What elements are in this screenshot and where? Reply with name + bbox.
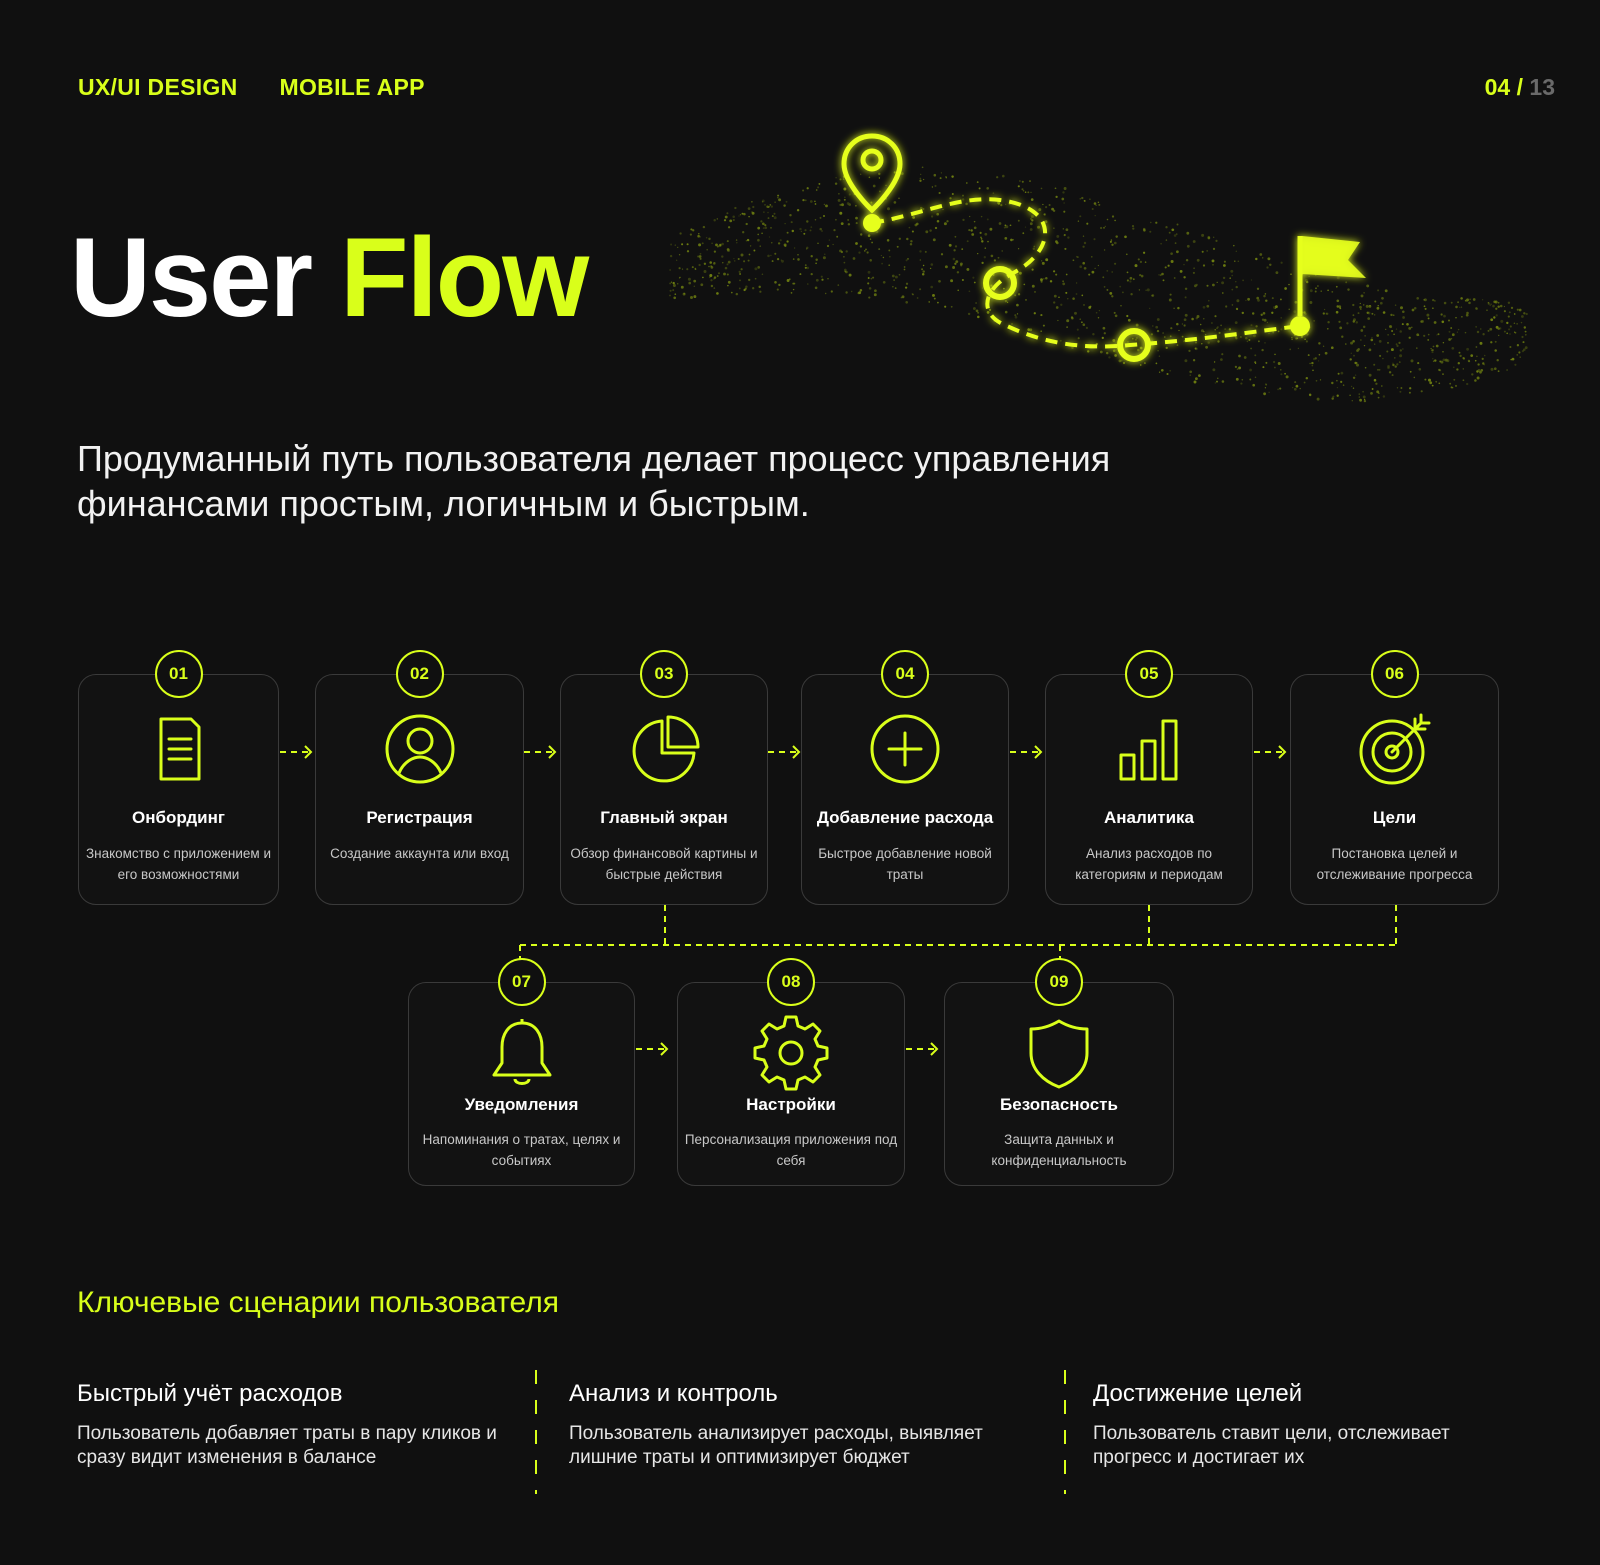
- scenario-analysis: Анализ и контроль Пользователь анализиру…: [569, 1380, 1049, 1470]
- step-description: Персонализация приложения под себя: [684, 1132, 898, 1168]
- step-description: Знакомство с приложением и его возможнос…: [85, 846, 272, 882]
- route-waypoint-1: [983, 266, 1017, 300]
- target-icon: [1355, 709, 1435, 789]
- flow-step-07[interactable]: 07 Уведомления Напоминания о тратах, цел…: [408, 958, 635, 1186]
- scenario-divider: [1064, 1370, 1066, 1494]
- flow-step-06[interactable]: 06 Цели Постановка целей и отслеживание …: [1290, 650, 1499, 905]
- route-end-dot: [1290, 316, 1310, 336]
- flow-step-01[interactable]: 01 Онбординг Знакомство с приложением и …: [78, 650, 279, 905]
- scenario-description: Пользователь добавляет траты в пару клик…: [77, 1423, 497, 1468]
- arrowhead-03-04: [792, 745, 801, 759]
- flow-step-09[interactable]: 09 Безопасность Защита данных и конфиден…: [944, 958, 1174, 1186]
- step-number: 04: [881, 650, 929, 698]
- user-icon: [380, 709, 460, 789]
- step-title: Настройки: [746, 1095, 836, 1114]
- step-title: Цели: [1372, 808, 1417, 827]
- scenario-title: Анализ и контроль: [569, 1380, 778, 1407]
- title-word-flow: Flow: [340, 215, 589, 340]
- arrowhead-01-02: [304, 745, 313, 759]
- step-description: Напоминания о тратах, целях и событиях: [422, 1132, 621, 1168]
- step-description: Защита данных и конфиденциальность: [991, 1132, 1127, 1168]
- pie-chart-icon: [624, 709, 704, 789]
- arrowhead-04-05: [1034, 745, 1043, 759]
- step-number: 06: [1370, 650, 1419, 698]
- particle-wave: [669, 166, 1528, 403]
- arrowhead-02-03: [548, 745, 557, 759]
- step-description: Анализ расходов по категориям и периодам: [1075, 846, 1223, 882]
- step-title: Безопасность: [1000, 1095, 1118, 1114]
- step-number: 01: [154, 650, 203, 698]
- step-title: Добавление расхода: [816, 808, 994, 827]
- step-description: Постановка целей и отслеживание прогресс…: [1316, 846, 1473, 882]
- step-number: 07: [497, 958, 546, 1006]
- scenario-goals: Достижение целей Пользователь ставит цел…: [1093, 1380, 1523, 1470]
- shield-icon: [1019, 1013, 1099, 1093]
- step-title: Онбординг: [132, 808, 225, 827]
- step-number: 03: [640, 650, 688, 698]
- arrowhead-08-09: [930, 1042, 939, 1056]
- page-counter: 04 / 13: [1485, 74, 1555, 101]
- step-title: Аналитика: [1104, 808, 1194, 827]
- title-word-user: User: [70, 215, 313, 340]
- step-number: 05: [1125, 650, 1173, 698]
- flag-icon: [1297, 236, 1366, 316]
- route-illustration: [669, 133, 1528, 403]
- step-number: 08: [767, 958, 815, 1006]
- step-number: 02: [395, 650, 444, 698]
- flow-step-05[interactable]: 05 Аналитика Анализ расходов по категори…: [1045, 650, 1253, 905]
- route-path: [871, 197, 1301, 349]
- page-title: User Flow: [70, 222, 589, 334]
- arrowhead-07-08: [660, 1042, 669, 1056]
- tag-ux-ui-design: UX/UI DESIGN: [78, 74, 238, 100]
- gear-icon: [751, 1013, 831, 1093]
- scenario-description: Пользователь ставит цели, отслеживает пр…: [1093, 1423, 1450, 1468]
- step-title: Регистрация: [366, 808, 473, 827]
- page-subtitle: Продуманный путь пользователя делает про…: [77, 438, 1111, 524]
- step-title: Уведомления: [464, 1095, 579, 1114]
- location-pin-icon: [841, 133, 903, 214]
- tag-mobile-app: MOBILE APP: [279, 74, 425, 100]
- document-icon: [139, 709, 219, 789]
- page-total: 13: [1529, 74, 1555, 100]
- flow-step-04[interactable]: 04 Добавление расхода Быстрое добавление…: [801, 650, 1009, 905]
- step-description: Создание аккаунта или вход: [330, 846, 509, 861]
- step-number: 09: [1035, 958, 1083, 1006]
- step-title: Главный экран: [600, 808, 728, 827]
- plus-circle-icon: [865, 709, 945, 789]
- scenario-divider: [535, 1370, 537, 1494]
- header-tags: UX/UI DESIGN MOBILE APP: [78, 74, 425, 101]
- route-start-dot: [863, 214, 881, 232]
- scenario-quick-expense: Быстрый учёт расходов Пользователь добав…: [77, 1380, 527, 1470]
- page-separator: /: [1516, 74, 1524, 100]
- scenario-description: Пользователь анализирует расходы, выявля…: [569, 1423, 983, 1468]
- page-current: 04: [1484, 74, 1511, 100]
- step-description: Быстрое добавление новой траты: [818, 846, 992, 882]
- bell-icon: [482, 1013, 562, 1093]
- scenarios-heading: Ключевые сценарии пользователя: [77, 1286, 559, 1319]
- bar-chart-icon: [1109, 709, 1189, 789]
- route-waypoint-2: [1117, 328, 1151, 362]
- scenario-title: Быстрый учёт расходов: [77, 1380, 343, 1407]
- step-description: Обзор финансовой картины и быстрые дейст…: [570, 846, 758, 882]
- flow-step-03[interactable]: 03 Главный экран Обзор финансовой картин…: [560, 650, 768, 905]
- flow-step-08[interactable]: 08 Настройки Персонализация приложения п…: [677, 958, 905, 1186]
- flow-step-02[interactable]: 02 Регистрация Создание аккаунта или вхо…: [315, 650, 524, 905]
- arrowhead-05-06: [1278, 745, 1287, 759]
- scenario-title: Достижение целей: [1093, 1380, 1303, 1407]
